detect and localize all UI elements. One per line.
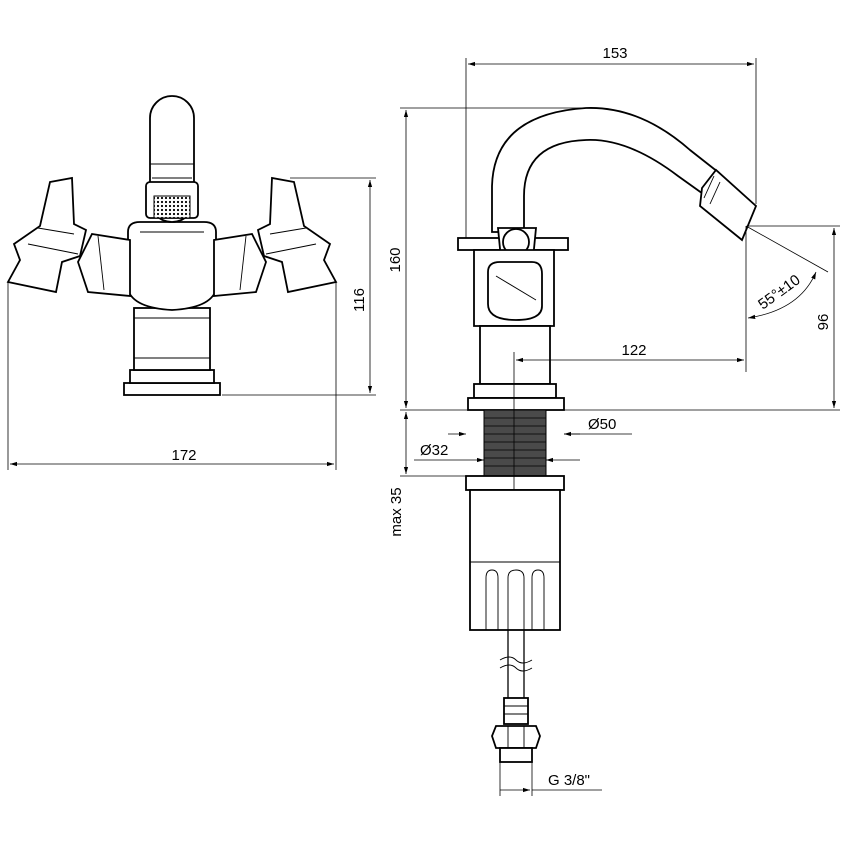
dim-max-35-label: max 35 — [388, 487, 405, 536]
side-column — [479, 325, 551, 385]
side-base-plate — [467, 397, 565, 411]
dim-thread-label: G 3/8" — [548, 772, 590, 789]
dim-96-label: 96 — [815, 314, 832, 331]
side-hose-ferrule — [503, 697, 529, 725]
dim-thread: G 3/8" — [499, 762, 602, 796]
front-left-arm — [77, 233, 131, 297]
dim-max-35: max 35 — [388, 412, 470, 537]
dim-153: 153 — [465, 45, 757, 238]
side-threaded-stud — [483, 409, 547, 477]
front-base-plate — [123, 382, 221, 396]
side-washer — [465, 475, 565, 491]
dim-160: 160 — [387, 107, 590, 411]
dim-angle: 55°±10 — [745, 225, 829, 320]
dim-172-label: 172 — [171, 447, 196, 464]
dim-angle-label: 55°±10 — [755, 271, 804, 313]
dim-116-label: 116 — [351, 288, 368, 312]
front-body-column — [133, 307, 211, 371]
dim-122: 122 — [513, 226, 747, 490]
dim-122-label: 122 — [621, 342, 646, 359]
front-mixer-body — [127, 221, 217, 311]
dim-dia-32-label: Ø32 — [420, 442, 448, 459]
dim-dia-32: Ø32 — [414, 442, 580, 463]
dim-172: 172 — [7, 282, 337, 470]
side-view — [457, 107, 758, 763]
front-view — [6, 95, 338, 396]
side-valve-cap — [487, 261, 543, 321]
side-hose-thread-end — [499, 747, 533, 763]
dim-116: 116 — [222, 177, 376, 396]
side-fixing-nut — [469, 489, 561, 631]
front-base-ring — [129, 369, 215, 384]
dim-dia-50-label: Ø50 — [588, 416, 616, 433]
side-nozzle-tip — [699, 168, 758, 242]
front-right-arm — [213, 233, 267, 297]
dim-96: 96 — [564, 225, 840, 411]
dim-160-label: 160 — [387, 247, 404, 272]
dim-dia-50: Ø50 — [448, 416, 632, 437]
front-right-handle — [256, 176, 338, 294]
front-left-handle — [6, 176, 88, 294]
side-spout — [491, 107, 720, 233]
side-base-ring — [473, 383, 557, 399]
dim-153-label: 153 — [602, 45, 627, 62]
side-hose-hex-nut — [491, 725, 541, 749]
